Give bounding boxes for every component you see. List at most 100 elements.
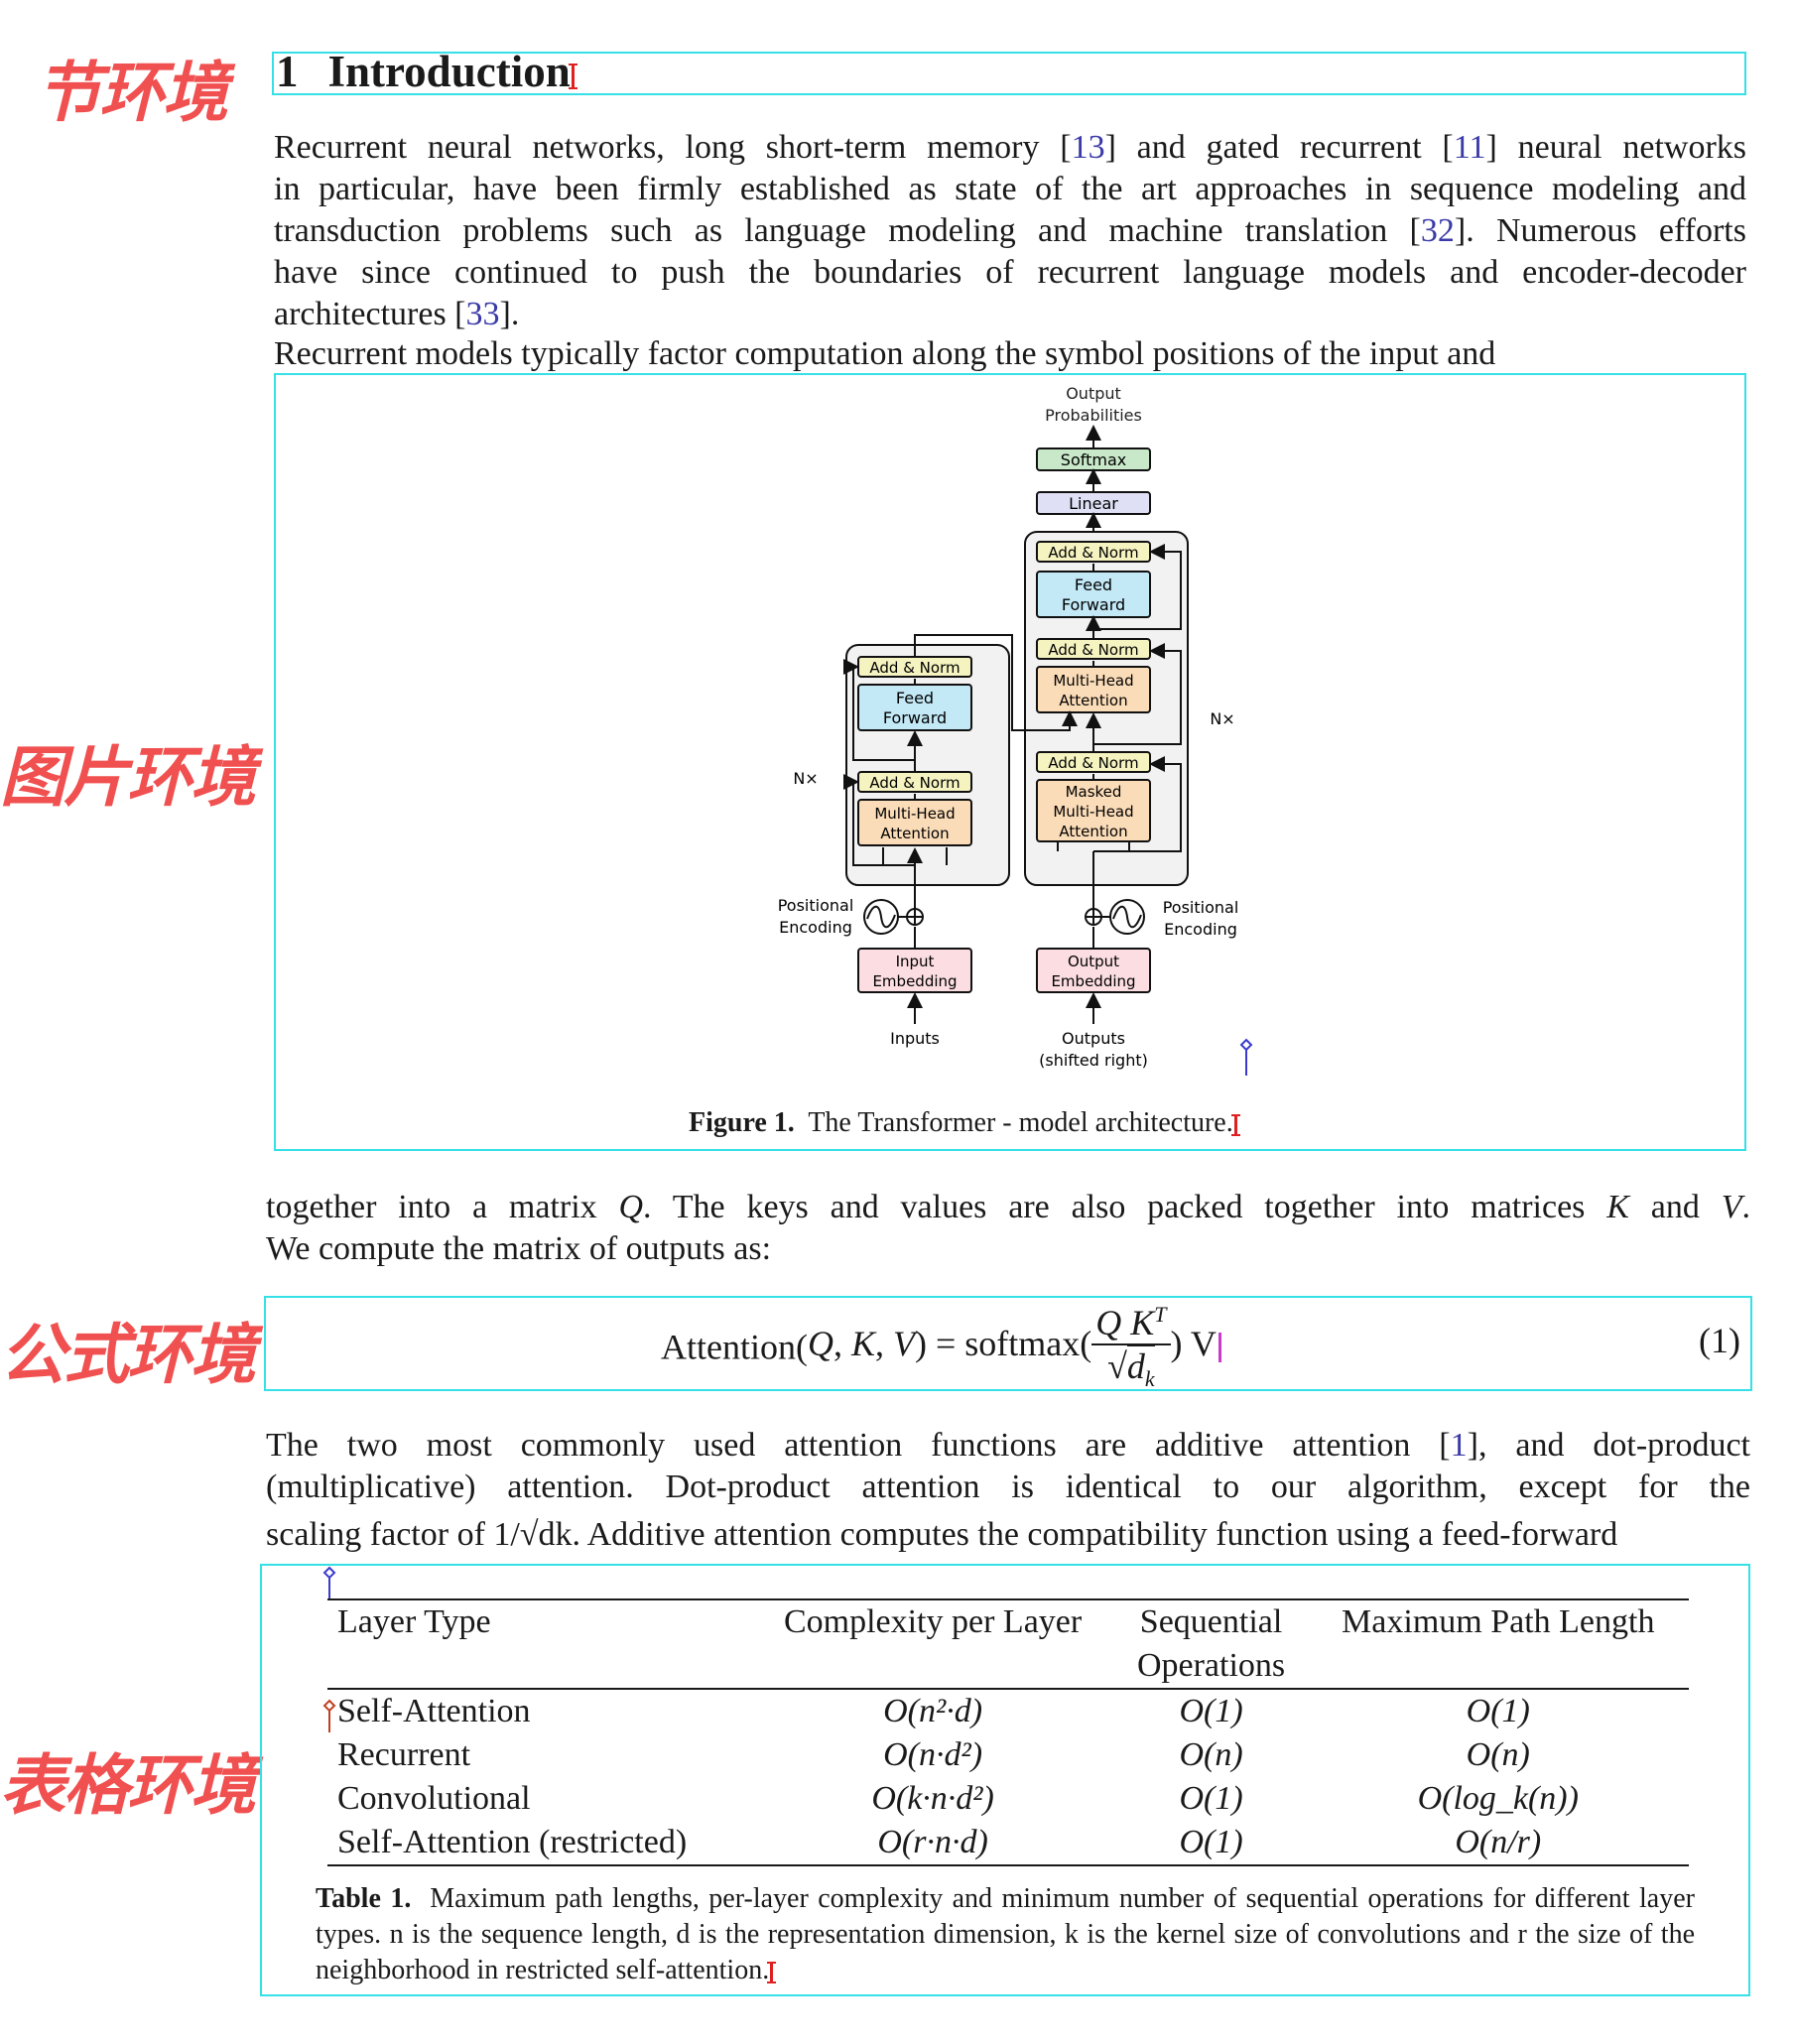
table-cell: O(1) xyxy=(1179,1693,1243,1729)
equation-env-label: 公式环境 xyxy=(0,1317,256,1393)
equation-env-box[interactable] xyxy=(264,1296,1752,1391)
svg-text:Multi-Head: Multi-Head xyxy=(874,805,955,823)
svg-text:Add & Norm: Add & Norm xyxy=(1048,544,1138,562)
transformer-diagram: Output Probabilities Softmax Linear Add … xyxy=(778,384,1239,1070)
svg-text:Masked: Masked xyxy=(1066,783,1122,801)
text-span: ] and gated recurrent [ xyxy=(1104,129,1454,166)
section-env-box[interactable] xyxy=(272,52,1746,95)
complexity-table: Layer Type Complexity per Layer Sequenti… xyxy=(327,1598,1689,1866)
math-symbol: Q xyxy=(618,1189,644,1225)
figure-env-box[interactable] xyxy=(274,373,1746,1151)
table-caption: Table 1. Maximum path lengths, per-layer… xyxy=(316,1883,1695,1985)
svg-text:Input: Input xyxy=(896,953,935,970)
paragraph-line: architectures [33]. xyxy=(274,294,1746,335)
text-span: have since continued to push the boundar… xyxy=(274,254,1746,291)
middle-paragraph-line2: We compute the matrix of outputs as: xyxy=(266,1230,772,1267)
table-header: Operations xyxy=(1114,1644,1308,1690)
svg-text:Attention: Attention xyxy=(880,825,949,842)
table-anchor-marker[interactable] xyxy=(321,1566,337,1601)
svg-text:Positional: Positional xyxy=(778,896,854,915)
svg-text:Softmax: Softmax xyxy=(1061,450,1126,469)
svg-text:Feed: Feed xyxy=(896,689,934,707)
intro-cut-line: Recurrent models typically factor comput… xyxy=(274,335,1496,372)
table-header: Sequential xyxy=(1114,1598,1308,1644)
row-anchor-marker[interactable] xyxy=(321,1699,337,1734)
outputs-label: Outputs xyxy=(1062,1029,1125,1048)
table-row: Convolutional O(k·n·d²) O(1) O(log_k(n)) xyxy=(327,1777,1689,1821)
table-cell: Self-Attention (restricted) xyxy=(327,1821,751,1866)
table-env-box[interactable] xyxy=(260,1564,1750,1996)
text-span: The two most commonly used attention fun… xyxy=(266,1427,1451,1464)
paragraph-line: transduction problems such as language m… xyxy=(274,210,1746,252)
svg-text:Multi-Head: Multi-Head xyxy=(1053,803,1133,821)
section-env-label: 节环境 xyxy=(36,55,228,131)
citation-link[interactable]: 11 xyxy=(1453,129,1486,166)
table-cell: Recurrent xyxy=(337,1736,471,1773)
svg-text:Probabilities: Probabilities xyxy=(1045,406,1142,425)
svg-text:Feed: Feed xyxy=(1075,575,1112,594)
table-env-label: 表格环境 xyxy=(0,1747,256,1824)
table-cell: O(log_k(n)) xyxy=(1417,1780,1579,1817)
table-cell: O(1) xyxy=(1114,1821,1308,1866)
table-row: Self-Attention O(n²·d) O(1) O(1) xyxy=(327,1689,1689,1733)
svg-text:Add & Norm: Add & Norm xyxy=(869,659,960,677)
svg-text:Attention: Attention xyxy=(1059,692,1127,709)
inputs-label: Inputs xyxy=(890,1029,940,1048)
table-header: Maximum Path Length xyxy=(1307,1598,1689,1644)
paragraph-line: Recurrent neural networks, long short-te… xyxy=(274,127,1746,169)
table-cell: O(1) xyxy=(1179,1780,1243,1817)
encoder-nx: N× xyxy=(793,769,818,788)
citation-link[interactable]: 13 xyxy=(1071,129,1105,166)
text-span: ], and dot-product xyxy=(1467,1427,1750,1464)
citation-link[interactable]: 32 xyxy=(1420,212,1455,249)
table-cell: Convolutional xyxy=(337,1780,531,1817)
figure-caption: Figure 1. The Transformer - model archit… xyxy=(689,1107,1240,1139)
math-symbol: K xyxy=(1606,1189,1629,1225)
decoder-nx: N× xyxy=(1210,709,1234,728)
svg-text:Multi-Head: Multi-Head xyxy=(1053,672,1133,690)
svg-text:(shifted right): (shifted right) xyxy=(1039,1051,1148,1070)
section-title: Introduction xyxy=(327,47,571,96)
citation-link[interactable]: 1 xyxy=(1450,1427,1468,1464)
figure-env-label: 图片环境 xyxy=(0,739,256,816)
text-span: architectures [ xyxy=(274,296,466,332)
table-header: Layer Type xyxy=(327,1598,751,1644)
text-cursor xyxy=(568,63,577,89)
blue-anchor-marker[interactable] xyxy=(1238,1038,1254,1078)
paragraph-line: together into a matrix Q. The keys and v… xyxy=(266,1187,1750,1228)
svg-text:Positional: Positional xyxy=(1163,898,1239,917)
table-row: Self-Attention (restricted)O(r·n·d)O(1)O… xyxy=(327,1821,1689,1866)
table-cell: O(n/r) xyxy=(1307,1821,1689,1866)
text-span: Recurrent neural networks, long short-te… xyxy=(274,129,1072,166)
encoder-stack xyxy=(845,644,1010,886)
svg-text:Output: Output xyxy=(1068,953,1119,970)
text-span: ]. Numerous efforts xyxy=(1454,212,1746,249)
middle-paragraph: together into a matrix Q. The keys and v… xyxy=(266,1187,1750,1228)
text-span: . xyxy=(1741,1189,1751,1225)
paragraph-line: The two most commonly used attention fun… xyxy=(266,1425,1750,1467)
output-prob-label: Output xyxy=(1066,384,1121,403)
table-cell: O(n²·d) xyxy=(883,1693,983,1729)
table-cell: O(1) xyxy=(1466,1693,1530,1729)
citation-link[interactable]: 33 xyxy=(465,296,500,332)
table-header: Complexity per Layer xyxy=(750,1598,1115,1644)
equation-number: (1) xyxy=(1699,1321,1740,1360)
text-span: ]. xyxy=(499,296,520,332)
attention-equation: Attention(Q, K, V) = softmax(Q KT√dk) V xyxy=(661,1302,1221,1392)
svg-text:Add & Norm: Add & Norm xyxy=(869,774,960,792)
svg-text:Embedding: Embedding xyxy=(872,972,957,990)
text-span: and xyxy=(1628,1189,1722,1225)
after-eq-paragraph-line2: (multiplicative) attention. Dot-product … xyxy=(266,1469,1750,1505)
svg-text:Embedding: Embedding xyxy=(1051,972,1135,990)
math-symbol: V xyxy=(1721,1189,1742,1225)
table-cell: Self-Attention xyxy=(337,1693,531,1729)
svg-text:Forward: Forward xyxy=(1062,595,1125,614)
text-span: ] neural networks xyxy=(1485,129,1747,166)
svg-text:Forward: Forward xyxy=(883,708,947,727)
svg-text:Encoding: Encoding xyxy=(1164,920,1237,939)
svg-text:Linear: Linear xyxy=(1069,494,1118,513)
table-cell: O(k·n·d²) xyxy=(871,1780,994,1817)
text-span: . The keys and values are also packed to… xyxy=(643,1189,1607,1225)
